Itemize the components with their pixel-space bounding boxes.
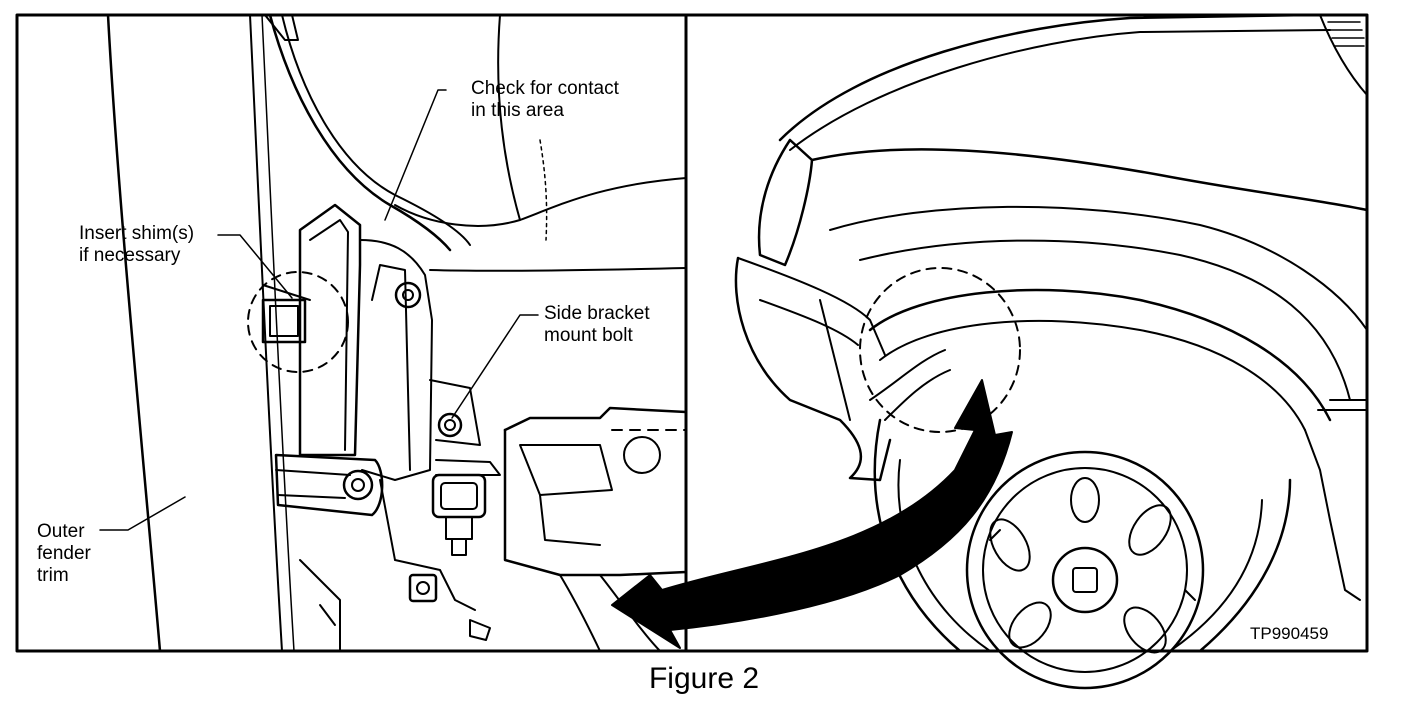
grille-hatch: [1327, 21, 1365, 47]
leader-insert-shim: [217, 234, 293, 299]
label-check-contact: Check for contact in this area: [471, 78, 619, 121]
label-side-bracket: Side bracket mount bolt: [544, 303, 650, 346]
side-bracket-plate: [298, 203, 362, 457]
front-bumper: [734, 256, 892, 482]
wheel-arch: [868, 288, 1332, 422]
vehicle-panel: [734, 13, 1369, 690]
leader-side-bracket: [451, 314, 539, 419]
bracket-top-bolt: [394, 281, 422, 309]
strap-bolt: [342, 469, 374, 501]
outer-fender-trim-outline: [106, 13, 162, 653]
callout-arrow: [611, 379, 1013, 649]
mount-stud: [431, 459, 501, 556]
figure-caption: Figure 2: [648, 662, 760, 695]
headlight: [757, 138, 814, 267]
label-outer-fender: Outer fender trim: [37, 521, 91, 586]
side-bracket-mount-bolt: [437, 412, 463, 438]
shim-detail-circle: [247, 271, 349, 373]
leader-outer-fender: [99, 496, 186, 531]
lower-bolt: [394, 559, 476, 611]
figure-code: TP990459: [1250, 624, 1329, 643]
shim: [261, 284, 311, 344]
contact-area-circle: [859, 267, 1021, 433]
leader-check-contact: [384, 89, 447, 221]
wheel-hubcap: [965, 450, 1205, 690]
label-insert-shim: Insert shim(s) if necessary: [79, 223, 195, 266]
figure-frame: [15, 13, 1369, 653]
closeup-panel: [99, 13, 688, 653]
